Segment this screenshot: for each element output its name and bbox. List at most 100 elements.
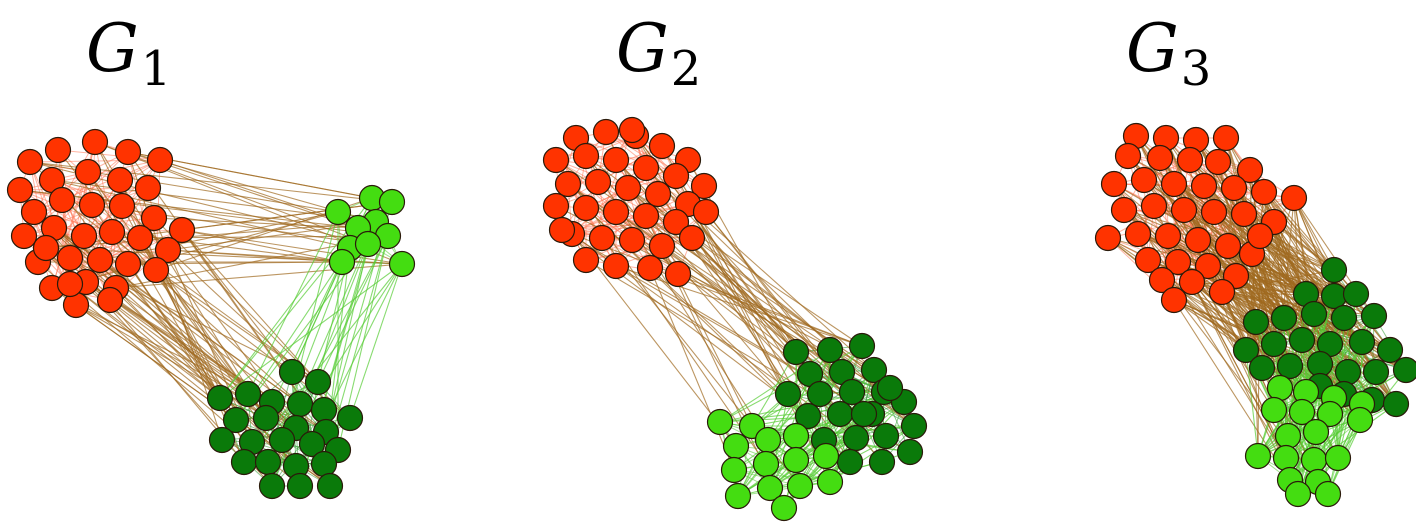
node-group (1094, 122, 1416, 508)
graph-edge (85, 281, 331, 487)
node-red (168, 216, 196, 244)
node-dark-green (310, 396, 338, 424)
graph-title-g3: G3 (1126, 10, 1212, 97)
node-red (1184, 226, 1212, 254)
node-red (114, 250, 142, 278)
node-red (1160, 286, 1188, 314)
node-light-green (1314, 480, 1342, 508)
node-red (20, 198, 48, 226)
node-red (636, 254, 664, 282)
node-dark-green (850, 400, 878, 428)
node-red (56, 270, 84, 298)
node-red (1220, 174, 1248, 202)
node-light-green (1260, 396, 1288, 424)
node-red (554, 170, 582, 198)
node-red (1208, 278, 1236, 306)
node-dark-green (234, 380, 262, 408)
node-red (1114, 142, 1142, 170)
node-dark-green (1232, 336, 1260, 364)
graph-edge (631, 129, 811, 375)
node-red (678, 224, 706, 252)
node-light-green (724, 482, 752, 510)
node-red (1204, 148, 1232, 176)
node-dark-green (1330, 304, 1358, 332)
node-light-green (328, 248, 356, 276)
node-group (542, 116, 928, 522)
node-red (1176, 146, 1204, 174)
node-red (588, 224, 616, 252)
node-dark-green (836, 448, 864, 476)
node-red (1148, 266, 1176, 294)
node-red (86, 246, 114, 274)
node-dark-green (1306, 350, 1334, 378)
node-dark-green (860, 356, 888, 384)
graph-edge (69, 283, 221, 399)
node-dark-green (1270, 304, 1298, 332)
node-light-green (722, 432, 750, 460)
node-red (1164, 248, 1192, 276)
graph-edge (1203, 185, 1339, 459)
network-graph-g2 (542, 116, 928, 522)
node-dark-green (230, 448, 258, 476)
node-light-green (378, 188, 406, 216)
node-red (1094, 224, 1122, 252)
graph-edge (271, 409, 325, 487)
graph-edge (1259, 235, 1335, 271)
node-red (6, 176, 34, 204)
node-dark-green (838, 378, 866, 406)
node-dark-green (258, 472, 286, 500)
graph-edge (571, 155, 587, 235)
node-red (602, 198, 630, 226)
node-red (74, 158, 102, 186)
node-red (1246, 222, 1274, 250)
node-dark-green (1334, 358, 1362, 386)
node-dark-green (774, 380, 802, 408)
node-red (154, 236, 182, 264)
node-red (632, 154, 660, 182)
graph-edge (91, 204, 369, 245)
node-dark-green (868, 448, 896, 476)
network-graph-g3 (1094, 122, 1416, 508)
graph-edge (181, 229, 293, 373)
node-light-green (1284, 480, 1312, 508)
node-red (662, 162, 690, 190)
graph-edge (45, 221, 377, 249)
node-dark-green (208, 426, 236, 454)
node-dark-green (806, 380, 834, 408)
node-red (602, 146, 630, 174)
node-red (1212, 124, 1240, 152)
node-light-green (1302, 418, 1330, 446)
node-red (1190, 172, 1218, 200)
node-red (542, 192, 570, 220)
node-red (1124, 220, 1152, 248)
graph-edge (85, 281, 327, 433)
node-red (572, 142, 600, 170)
node-red (1100, 170, 1128, 198)
node-light-green (1300, 446, 1328, 474)
node-light-green (388, 250, 416, 278)
graph-edge (661, 145, 809, 417)
graph-edge (597, 181, 689, 205)
node-red (10, 222, 38, 250)
node-dark-green (316, 472, 344, 500)
node-light-green (354, 230, 382, 258)
node-light-green (770, 494, 798, 522)
node-red (1280, 184, 1308, 212)
node-red (1230, 200, 1258, 228)
graph-edge (1245, 349, 1259, 457)
node-red (114, 138, 142, 166)
node-red (1194, 252, 1222, 280)
node-dark-green (842, 424, 870, 452)
node-red (1110, 196, 1138, 224)
node-dark-green (298, 430, 326, 458)
graph-edge (349, 263, 403, 419)
node-red (548, 216, 576, 244)
node-red (614, 174, 642, 202)
node-light-green (720, 456, 748, 484)
node-dark-green (794, 402, 822, 430)
node-light-green (324, 198, 352, 226)
graph-edge (57, 149, 161, 161)
node-dark-green (286, 390, 314, 418)
node-light-green (1244, 442, 1272, 470)
node-red (140, 204, 168, 232)
